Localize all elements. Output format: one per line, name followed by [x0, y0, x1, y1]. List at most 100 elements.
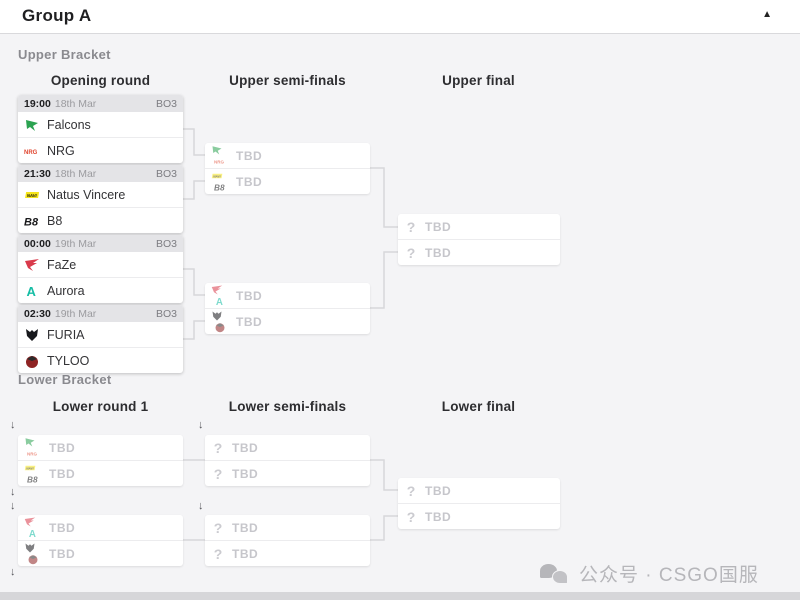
match-time: 19:00	[24, 97, 51, 110]
team-name: FURIA	[47, 327, 85, 342]
tbd-label: TBD	[232, 466, 259, 481]
tbd-label: TBD	[49, 466, 76, 481]
column-header-opening-round: Opening round	[50, 73, 151, 88]
chat-bubbles-icon	[540, 562, 570, 586]
match-header: 00:00 19th Mar BO3	[18, 235, 183, 252]
unknown-team-icon: ?	[213, 545, 223, 562]
tbd-slot: A TBD	[18, 515, 183, 540]
drop-arrow-icon: ↓	[10, 500, 16, 512]
tbd-label: TBD	[232, 546, 259, 561]
match-format: BO3	[155, 167, 177, 180]
collapse-caret-icon[interactable]: ▲	[762, 9, 772, 20]
match-header: 21:30 18th Mar BO3	[18, 165, 183, 182]
svg-text:A: A	[29, 528, 36, 538]
tbd-slot: ? TBD	[205, 435, 370, 460]
svg-text:A: A	[27, 284, 37, 299]
match-opening-1[interactable]: 19:00 18th Mar BO3 Falcons NRG NRG	[18, 95, 183, 163]
tyloo-logo-icon	[27, 552, 39, 564]
match-date: 18th Mar	[54, 167, 97, 180]
tbd-slot: NRG TBD	[18, 435, 183, 460]
b8-logo-icon: B8	[214, 180, 226, 192]
drop-arrow-icon: ↓	[198, 500, 204, 512]
team-name: B8	[47, 213, 63, 228]
match-opening-2[interactable]: 21:30 18th Mar BO3 NAVI Natus Vincere B8…	[18, 165, 183, 233]
team-row-aurora[interactable]: A Aurora	[18, 277, 183, 303]
furia-logo-icon	[211, 309, 223, 321]
tbd-label: TBD	[236, 148, 263, 163]
match-header: 02:30 19th Mar BO3	[18, 305, 183, 322]
match-lower-semi-1[interactable]: ? TBD ? TBD	[205, 435, 370, 486]
column-header-lower-semifinals: Lower semi-finals	[228, 399, 347, 414]
unknown-team-icon: ?	[406, 244, 416, 261]
tbd-slot: TBD	[205, 308, 370, 334]
tbd-label: TBD	[232, 520, 259, 535]
match-lower-semi-2[interactable]: ? TBD ? TBD	[205, 515, 370, 566]
falcons-logo-icon	[211, 143, 223, 155]
watermark: 公众号 · CSGO国服	[540, 560, 759, 587]
match-format: BO3	[155, 237, 177, 250]
svg-text:NRG: NRG	[24, 150, 38, 156]
team-row-faze[interactable]: FaZe	[18, 252, 183, 277]
svg-text:NAVI: NAVI	[27, 192, 38, 197]
group-header: Group A ▲	[0, 0, 800, 34]
tbd-label: TBD	[236, 288, 263, 303]
tbd-slot: ? TBD	[205, 540, 370, 566]
match-time: 00:00	[24, 237, 51, 250]
tyloo-logo-icon	[214, 320, 226, 332]
b8-logo-icon: B8	[27, 472, 39, 484]
falcons-logo-icon	[24, 435, 36, 447]
nrg-logo-icon: NRG	[27, 446, 39, 458]
unknown-team-icon: ?	[406, 482, 416, 499]
tbd-label: TBD	[425, 509, 452, 524]
tbd-label: TBD	[232, 440, 259, 455]
team-row-b8[interactable]: B8 B8	[18, 207, 183, 233]
unknown-team-icon: ?	[406, 508, 416, 525]
match-lower-round1-1[interactable]: NRG TBD NAVI B8 TBD	[18, 435, 183, 486]
team-row-nrg[interactable]: NRG NRG	[18, 137, 183, 163]
column-header-upper-semifinals: Upper semi-finals	[229, 73, 346, 88]
svg-text:B8: B8	[27, 475, 38, 484]
tbd-label: TBD	[236, 314, 263, 329]
furia-logo-icon	[24, 327, 40, 343]
team-name: Falcons	[47, 117, 91, 132]
column-header-upper-final: Upper final	[442, 73, 515, 88]
column-header-lower-final: Lower final	[441, 399, 516, 414]
tbd-label: TBD	[425, 483, 452, 498]
aurora-logo-icon: A	[27, 526, 39, 539]
match-format: BO3	[155, 97, 177, 110]
column-header-lower-round-1: Lower round 1	[52, 399, 149, 414]
nrg-logo-icon: NRG	[24, 143, 40, 159]
svg-text:NRG: NRG	[214, 159, 224, 164]
tbd-slot: ? TBD	[398, 239, 560, 265]
team-name: FaZe	[47, 257, 77, 272]
match-upper-final[interactable]: ? TBD ? TBD	[398, 214, 560, 265]
tbd-label: TBD	[236, 174, 263, 189]
team-row-furia[interactable]: FURIA	[18, 322, 183, 347]
navi-logo-icon: NAVI	[24, 187, 40, 203]
match-upper-semi-2[interactable]: A TBD TBD	[205, 283, 370, 334]
tbd-slot: ? TBD	[398, 503, 560, 529]
tbd-slot: NAVI B8 TBD	[18, 460, 183, 486]
team-row-navi[interactable]: NAVI Natus Vincere	[18, 182, 183, 207]
match-opening-4[interactable]: 02:30 19th Mar BO3 FURIA TYLOO	[18, 305, 183, 373]
navi-logo-icon: NAVI	[24, 461, 36, 473]
tbd-label: TBD	[425, 245, 452, 260]
unknown-team-icon: ?	[406, 218, 416, 235]
match-opening-3[interactable]: 00:00 19th Mar BO3 FaZe A Aurora	[18, 235, 183, 303]
match-upper-semi-1[interactable]: NRG TBD NAVI B8 TBD	[205, 143, 370, 194]
drop-arrow-icon: ↓	[10, 486, 16, 498]
team-row-falcons[interactable]: Falcons	[18, 112, 183, 137]
tbd-slot: ? TBD	[205, 515, 370, 540]
team-row-tyloo[interactable]: TYLOO	[18, 347, 183, 373]
match-lower-round1-2[interactable]: A TBD TBD	[18, 515, 183, 566]
match-date: 19th Mar	[54, 237, 97, 250]
bottom-edge-strip	[0, 592, 800, 600]
nrg-logo-icon: NRG	[214, 154, 226, 166]
svg-text:NAVI: NAVI	[26, 466, 34, 470]
svg-text:B8: B8	[24, 216, 39, 228]
match-lower-final[interactable]: ? TBD ? TBD	[398, 478, 560, 529]
furia-logo-icon	[24, 541, 36, 553]
aurora-logo-icon: A	[214, 294, 226, 307]
match-date: 18th Mar	[54, 97, 97, 110]
tbd-slot: ? TBD	[398, 214, 560, 239]
